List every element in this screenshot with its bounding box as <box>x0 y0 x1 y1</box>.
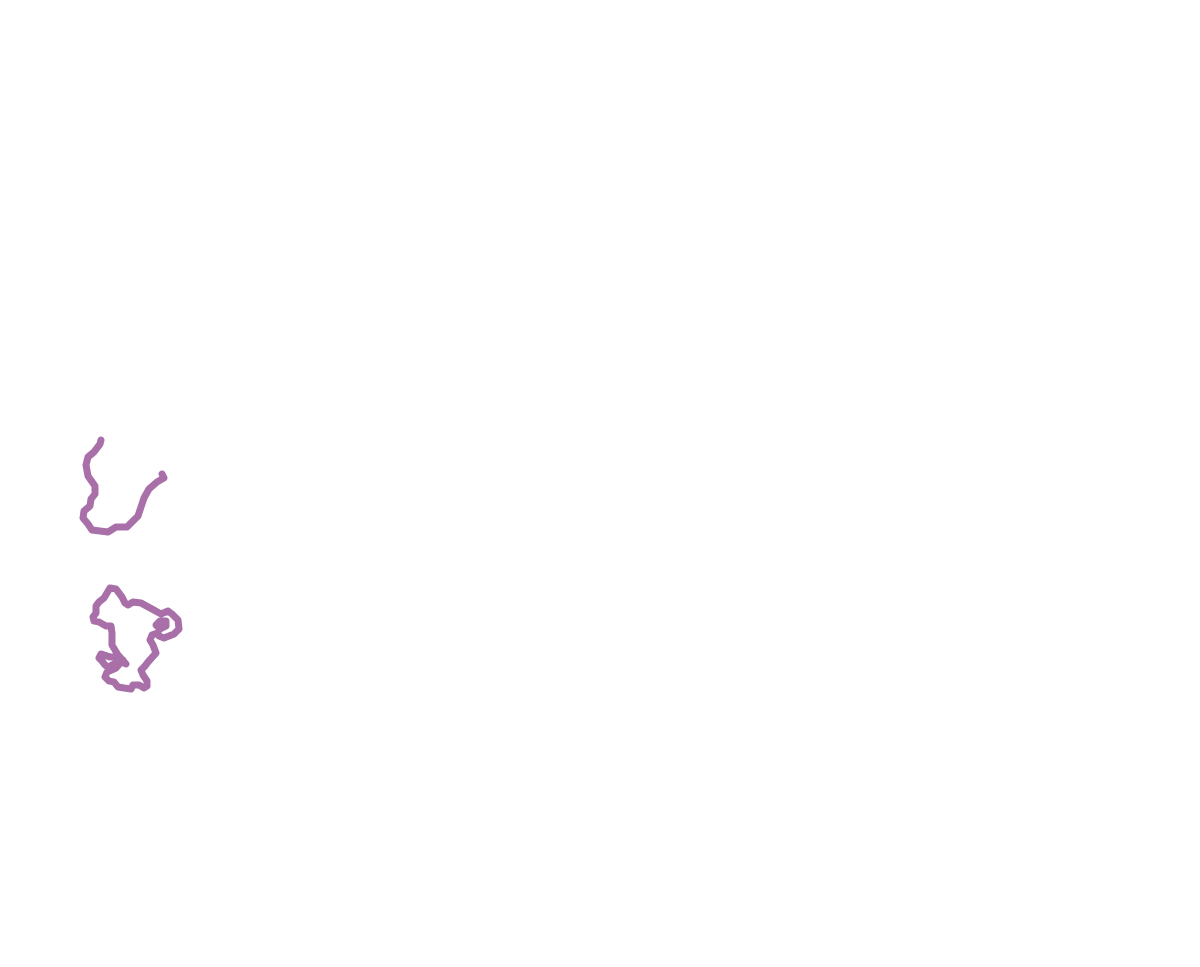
closed-blob-stroke <box>89 584 183 693</box>
open-curve-stroke <box>79 436 168 536</box>
